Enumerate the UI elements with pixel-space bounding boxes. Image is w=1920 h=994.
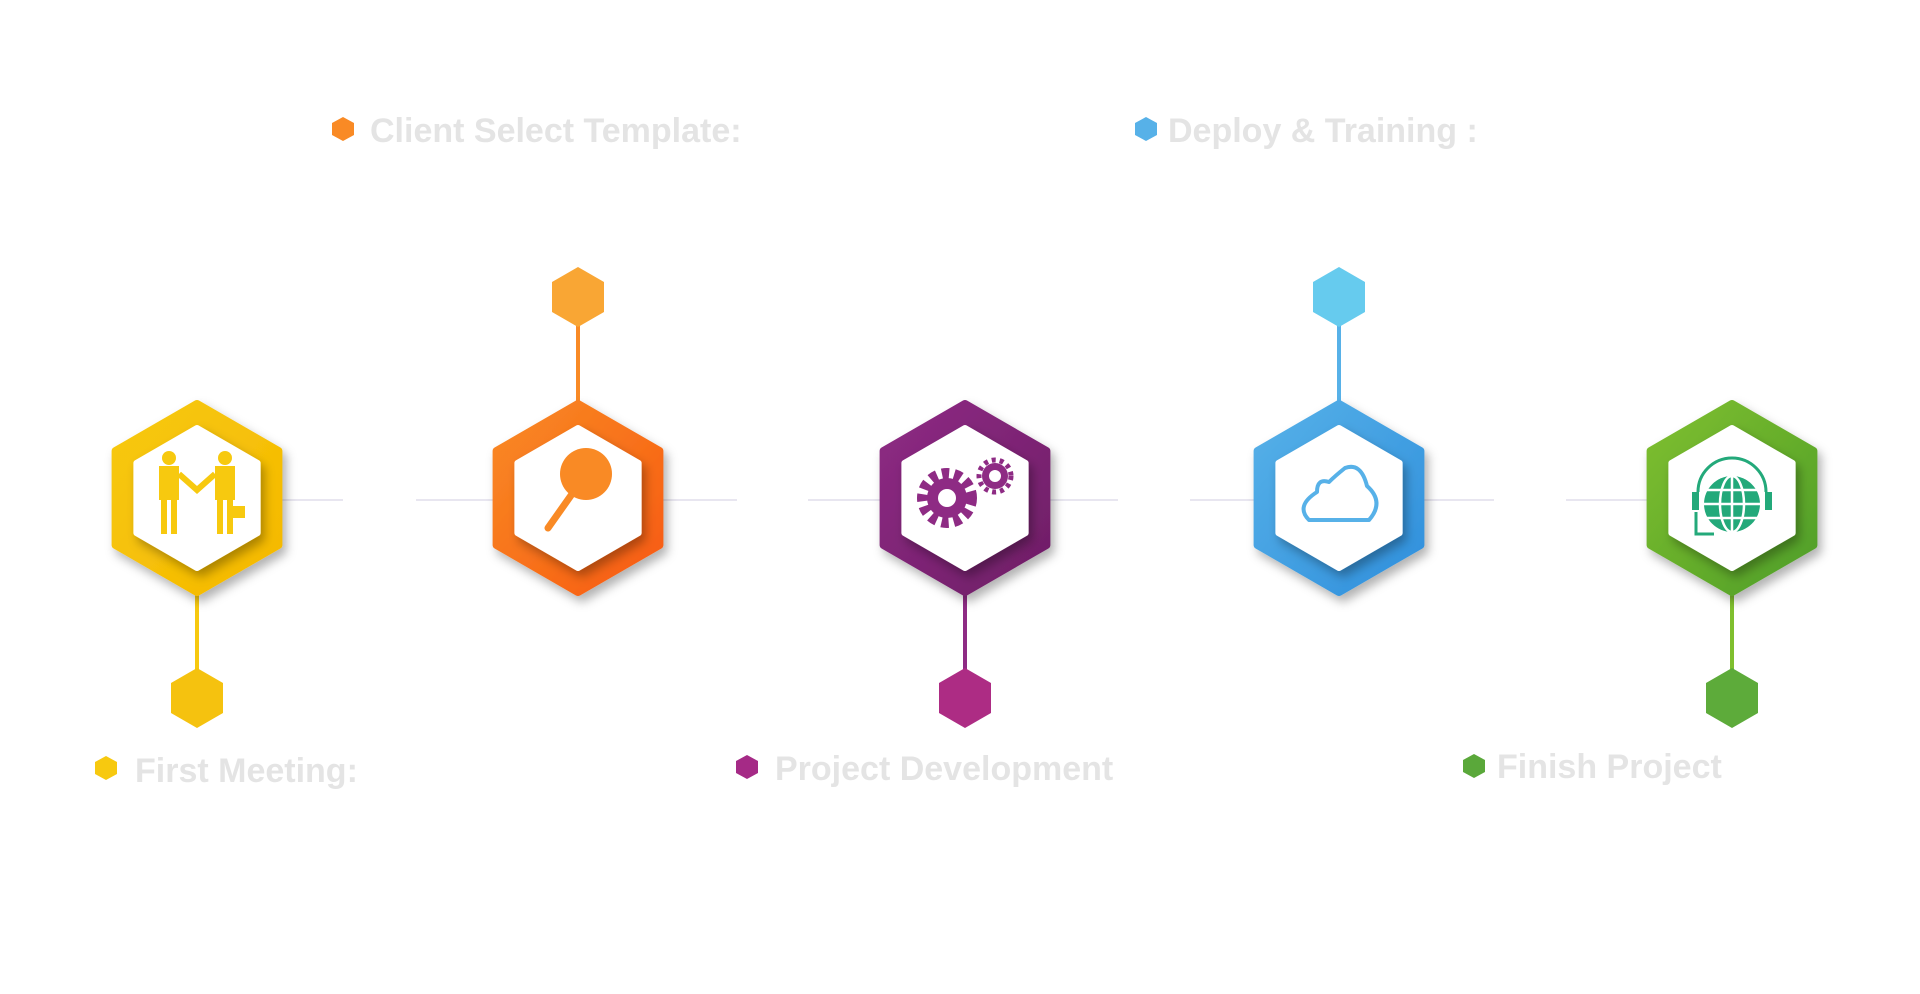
- globe-support-icon: [1692, 456, 1772, 536]
- label-first-meeting: First Meeting:: [135, 752, 358, 790]
- bullet-client-select-template: [332, 117, 354, 141]
- step-node: [492, 267, 664, 596]
- step-node: [111, 400, 283, 728]
- small-hexagon: [171, 668, 223, 728]
- label-project-development: Project Development: [775, 750, 1114, 788]
- gears-icon: [917, 457, 1014, 528]
- step-node: [1253, 267, 1425, 596]
- bullet-first-meeting: [95, 756, 117, 780]
- hexagon-inner: [1275, 425, 1403, 571]
- step-node: [879, 400, 1051, 728]
- label-finish-project: Finish Project: [1497, 748, 1722, 786]
- small-hexagon: [1706, 668, 1758, 728]
- bullet-deploy-training: [1135, 117, 1157, 141]
- handshake-icon: [159, 451, 245, 534]
- small-hexagon: [939, 668, 991, 728]
- label-client-select-template: Client Select Template:: [370, 112, 742, 150]
- bullet-project-development: [736, 755, 758, 779]
- label-deploy-training: Deploy & Training :: [1168, 112, 1478, 150]
- cloud-icon: [1301, 464, 1379, 522]
- search-icon: [544, 448, 612, 532]
- bullet-finish-project: [1463, 754, 1485, 778]
- step-node: [1646, 400, 1818, 728]
- small-hexagon: [552, 267, 604, 327]
- small-hexagon: [1313, 267, 1365, 327]
